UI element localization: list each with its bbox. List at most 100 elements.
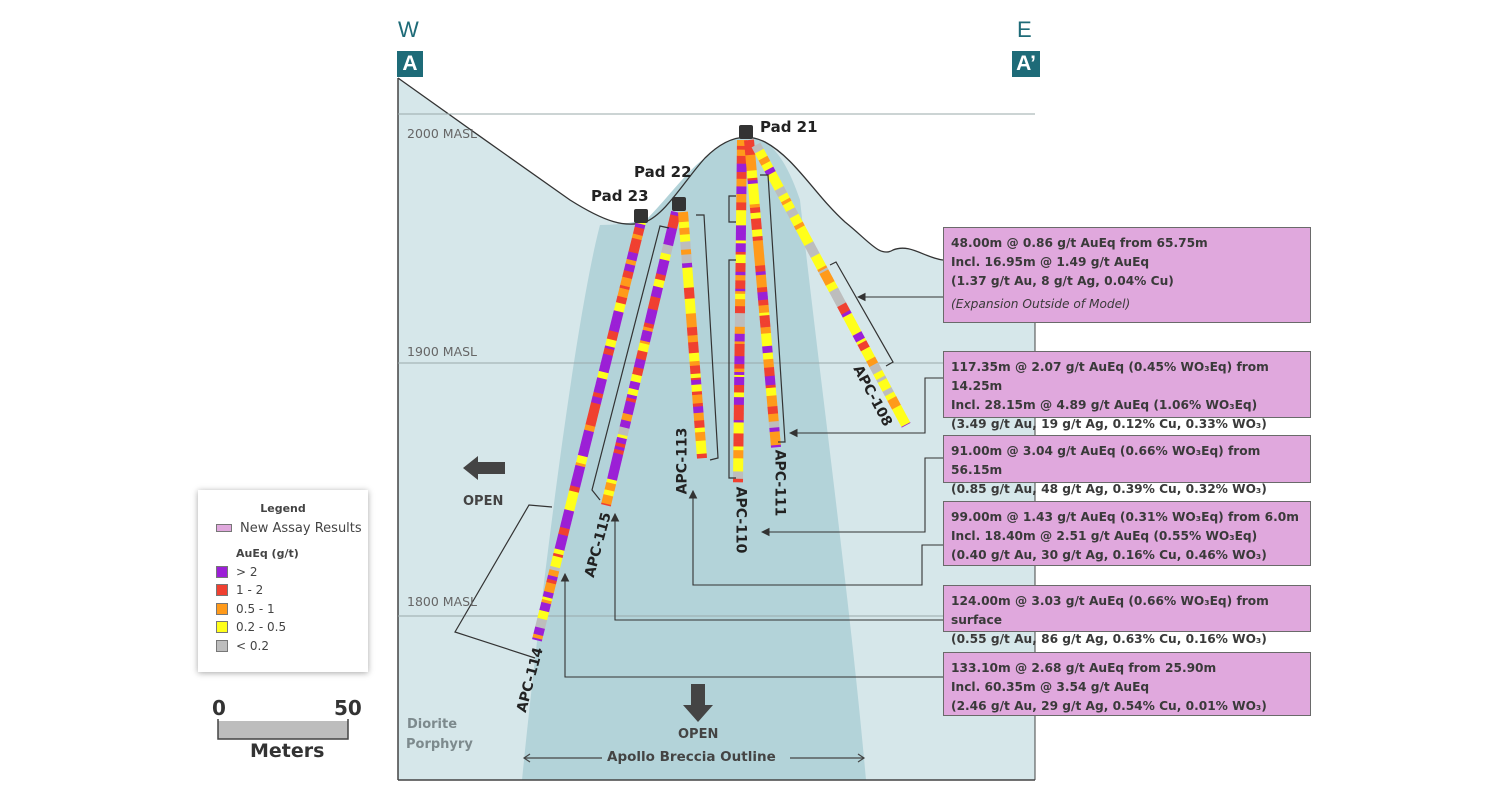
assay-interval xyxy=(643,322,655,329)
assay-interval xyxy=(758,307,770,314)
assay-interval xyxy=(610,314,623,326)
assay-interval xyxy=(732,478,744,483)
assay-interval xyxy=(795,225,807,233)
grade-swatch xyxy=(216,584,228,597)
assay-interval xyxy=(749,207,761,214)
assay-interval xyxy=(766,395,778,404)
assay-interval xyxy=(561,518,572,524)
assay-interval xyxy=(694,427,706,433)
assay-callout: 117.35m @ 2.07 g/t AuEq (0.45% WO₃Eq) fr… xyxy=(943,351,1311,431)
assay-interval xyxy=(588,402,601,413)
assay-interval xyxy=(748,195,760,205)
assay-interval xyxy=(765,387,777,397)
assay-interval xyxy=(689,365,701,375)
assay-interval xyxy=(754,148,768,161)
assay-interval xyxy=(603,347,615,357)
callout-line: Incl. 16.95m @ 1.49 g/t AuEq xyxy=(951,255,1150,269)
assay-interval xyxy=(815,261,827,271)
assay-interval xyxy=(615,436,627,445)
assay-interval xyxy=(628,385,640,391)
assay-interval xyxy=(748,189,759,197)
assay-interval xyxy=(688,346,699,354)
assay-interval xyxy=(769,427,780,433)
assay-interval xyxy=(545,581,556,587)
hole-label: APC-110 xyxy=(732,486,749,554)
assay-interval xyxy=(678,216,689,223)
assay-interval xyxy=(554,540,567,552)
assay-interval xyxy=(663,233,676,244)
assay-interval xyxy=(620,276,632,288)
assay-interval xyxy=(734,343,745,351)
assay-interval xyxy=(546,578,557,585)
assay-interval xyxy=(857,340,870,352)
assay-interval xyxy=(790,216,803,227)
assay-interval xyxy=(873,369,886,381)
grade-swatch xyxy=(216,602,228,615)
assay-interval xyxy=(818,267,829,275)
assay-interval xyxy=(767,402,778,408)
rock-type-label: Diorite Porphyry xyxy=(406,715,473,755)
assay-interval xyxy=(637,342,650,353)
assay-interval xyxy=(735,233,746,241)
assay-interval xyxy=(734,374,745,378)
callout-line: Incl. 28.15m @ 4.89 g/t AuEq (1.06% WO₃E… xyxy=(951,398,1258,412)
assay-callout: 48.00m @ 0.86 g/t AuEq from 65.75m Incl.… xyxy=(943,227,1311,323)
hole-label: APC-111 xyxy=(771,449,788,517)
drill-hole-apc-111 xyxy=(744,139,782,448)
assay-interval xyxy=(585,418,597,427)
drill-hole-apc-115 xyxy=(601,210,681,507)
callout-line: Incl. 60.35m @ 3.54 g/t AuEq xyxy=(951,680,1150,694)
west-label: W xyxy=(398,17,419,42)
drill-holes xyxy=(532,139,911,642)
assay-interval xyxy=(759,318,771,323)
assay-interval xyxy=(793,221,805,231)
assay-interval xyxy=(613,448,625,456)
assay-interval xyxy=(802,236,814,247)
assay-interval xyxy=(649,296,661,306)
callout-line: (0.55 g/t Au, 86 g/t Ag, 0.63% Cu, 0.16%… xyxy=(951,632,1267,646)
assay-interval xyxy=(752,240,764,248)
interval-brackets xyxy=(454,174,894,659)
callout-line: 99.00m @ 1.43 g/t AuEq (0.31% WO₃Eq) fro… xyxy=(951,510,1299,524)
assay-interval xyxy=(750,218,762,225)
drill-hole-apc-110 xyxy=(732,139,747,483)
assay-interval xyxy=(786,207,799,219)
elevation-label: 2000 MASL xyxy=(407,126,478,141)
assay-interval xyxy=(735,225,747,234)
assay-interval xyxy=(825,281,839,293)
assay-interval xyxy=(735,291,746,295)
assay-interval xyxy=(691,384,702,393)
assay-interval xyxy=(733,420,744,423)
assay-interval xyxy=(734,364,745,369)
assay-interval xyxy=(733,433,744,442)
assay-interval xyxy=(735,283,746,290)
breccia-label: Apollo Breccia Outline xyxy=(607,749,776,765)
assay-interval xyxy=(685,306,696,315)
assay-interval xyxy=(552,552,564,559)
assay-interval xyxy=(541,596,553,602)
assay-interval xyxy=(856,337,867,346)
assay-interval xyxy=(735,254,746,264)
assay-interval xyxy=(736,186,747,195)
assay-interval xyxy=(686,326,698,337)
legend-label: New Assay Results xyxy=(240,520,362,536)
assay-interval xyxy=(754,254,765,261)
assay-interval xyxy=(558,526,570,537)
assay-interval xyxy=(670,210,681,217)
topography-line xyxy=(397,77,944,261)
assay-interval xyxy=(532,633,544,640)
assay-interval xyxy=(663,240,674,247)
assay-interval xyxy=(617,426,630,437)
assay-interval xyxy=(625,397,637,404)
grade-swatch xyxy=(216,565,228,578)
assay-interval xyxy=(647,302,659,311)
assay-interval xyxy=(757,291,768,298)
assay-interval xyxy=(823,277,835,287)
assay-interval xyxy=(736,178,747,187)
callout-line: (2.46 g/t Au, 29 g/t Ag, 0.54% Cu, 0.01%… xyxy=(951,699,1267,713)
assay-interval xyxy=(735,251,746,255)
assay-interval xyxy=(684,290,695,300)
assay-interval xyxy=(734,384,745,393)
assay-interval xyxy=(763,358,775,369)
assay-interval xyxy=(606,330,619,342)
